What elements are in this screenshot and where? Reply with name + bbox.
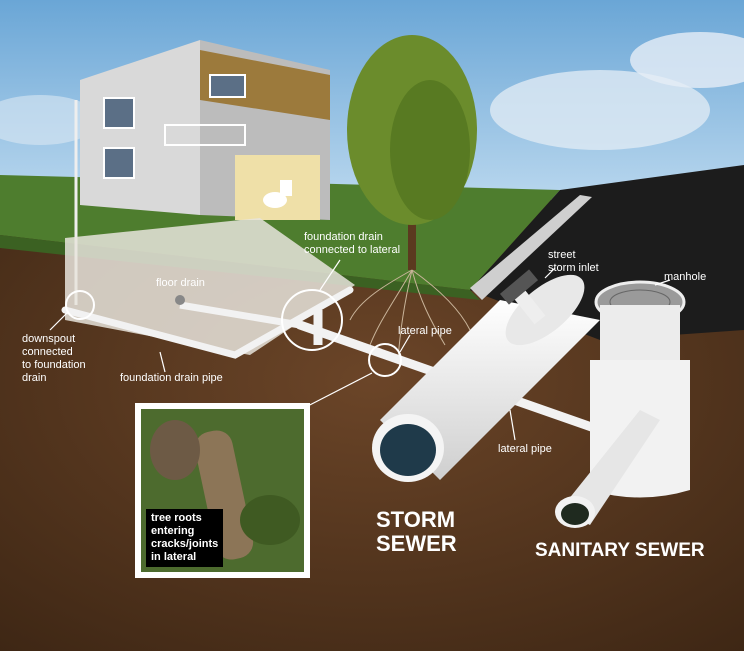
label-lateral-pipe-upper: lateral pipe: [398, 325, 452, 337]
tree-roots-callout: [368, 343, 402, 377]
cloud: [630, 32, 744, 88]
floor-drain-pipe: [179, 301, 301, 329]
inset-root-log: [194, 430, 254, 560]
inset-pipe-section: [150, 420, 200, 480]
sanitary-sewer-opening: [561, 503, 589, 525]
house-wood-panel: [200, 50, 330, 120]
label-floor-drain: floor drain: [156, 277, 205, 289]
foundation-drain-pipe: [61, 286, 354, 359]
label-foundation-drain-pipe: foundation drain pipe: [120, 372, 223, 384]
label-lateral-pipe-lower: lateral pipe: [498, 443, 552, 455]
house-balcony: [164, 124, 246, 146]
label-storm-sewer: STORM SEWER: [376, 507, 457, 556]
foundation-connection-callout: [281, 289, 343, 351]
inset-moss: [240, 495, 300, 545]
storm-inlet-riser: [514, 290, 546, 325]
label-tree-roots: tree roots entering cracks/joints in lat…: [146, 509, 224, 567]
floor-drain-icon: [175, 295, 185, 305]
manhole-shaft: [600, 305, 680, 365]
bathroom-cutaway: [235, 155, 320, 220]
sanitary-sewer-pipe: [560, 410, 660, 525]
downspout-callout: [65, 290, 95, 320]
label-foundation-drain-connected: foundation drain connected to lateral: [304, 231, 401, 256]
house-window: [209, 74, 246, 98]
label-manhole: manhole: [664, 271, 707, 283]
cloud: [490, 70, 710, 150]
toilet-tank: [280, 180, 292, 196]
label-street-storm-inlet: street storm inlet: [548, 249, 599, 274]
label-sanitary-sewer: SANITARY SEWER: [535, 540, 705, 561]
house-window: [103, 97, 135, 129]
house-window: [103, 147, 135, 179]
label-downspout: downspout connected to foundation drain: [22, 333, 86, 384]
tree-canopy-shade: [390, 80, 470, 220]
storm-inlet-grate: [499, 269, 539, 305]
storm-sewer-opening: [380, 424, 436, 476]
storm-sewer-body: [505, 274, 585, 346]
leader-lines: [49, 259, 671, 441]
curb: [470, 195, 592, 300]
